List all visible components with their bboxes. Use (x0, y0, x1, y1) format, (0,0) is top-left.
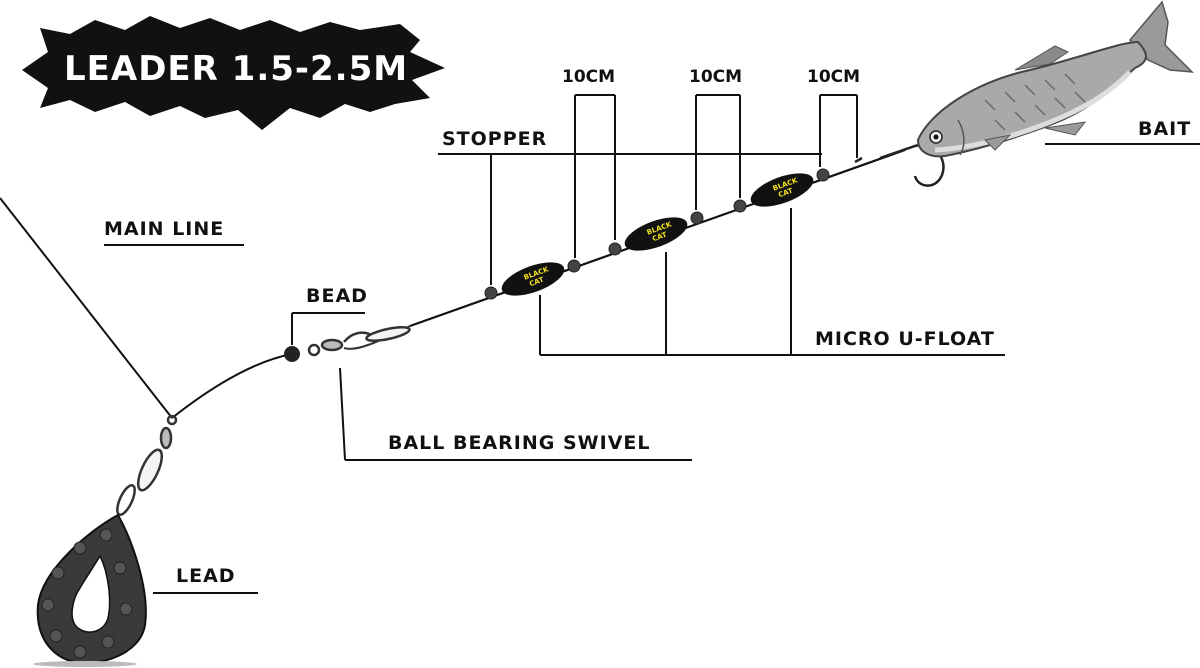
label-bead: BEAD (306, 285, 368, 307)
stopper-bead (690, 211, 704, 225)
title-banner-shape (22, 16, 445, 130)
lead-studs (41, 528, 133, 659)
fish-dorsal-fin (1014, 45, 1070, 71)
fish-pelvic-fin (1044, 121, 1087, 136)
stopper-bead (567, 259, 581, 273)
fish-belly (934, 70, 1132, 153)
label-stopper: STOPPER (442, 128, 547, 150)
micro-u-float: BLACK CAT (624, 217, 688, 251)
stopper-bead (816, 168, 830, 182)
bait-fish (916, 0, 1194, 158)
label-bait: BAIT (1138, 118, 1191, 140)
label-ball-bearing-swivel: BALL BEARING SWIVEL (388, 432, 651, 454)
callout-lines (104, 94, 1200, 594)
title-text: LEADER 1.5-2.5M (64, 49, 408, 89)
fish-pectoral-fin (983, 134, 1012, 151)
micro-u-float: BLACK CAT (501, 262, 565, 296)
ball-bearing-swivel (307, 325, 411, 357)
label-lead: LEAD (176, 565, 236, 587)
label-main-line: MAIN LINE (104, 218, 224, 240)
label-micro-u-float: MICRO U-FLOAT (815, 328, 995, 350)
bead (284, 346, 300, 362)
stopper-bead (608, 242, 622, 256)
micro-u-float: BLACK CAT (750, 173, 814, 207)
fish-gill (957, 119, 965, 156)
spacing-label: 10CM (807, 67, 860, 87)
junction-line (171, 353, 293, 419)
stopper-bead (733, 199, 747, 213)
main-line (0, 197, 173, 419)
lead-shadow (33, 661, 137, 667)
spacing-label: 10CM (689, 67, 742, 87)
fish-scales (984, 73, 1086, 131)
fish-body (916, 40, 1147, 158)
lead-weight (33, 513, 147, 667)
stopper-bead (484, 286, 498, 300)
stopper-beads (484, 168, 830, 300)
lead-swivel (116, 414, 178, 516)
spacing-label: 10CM (562, 67, 615, 87)
title-banner: LEADER 1.5-2.5M (22, 16, 445, 130)
lead-hole (71, 554, 111, 633)
